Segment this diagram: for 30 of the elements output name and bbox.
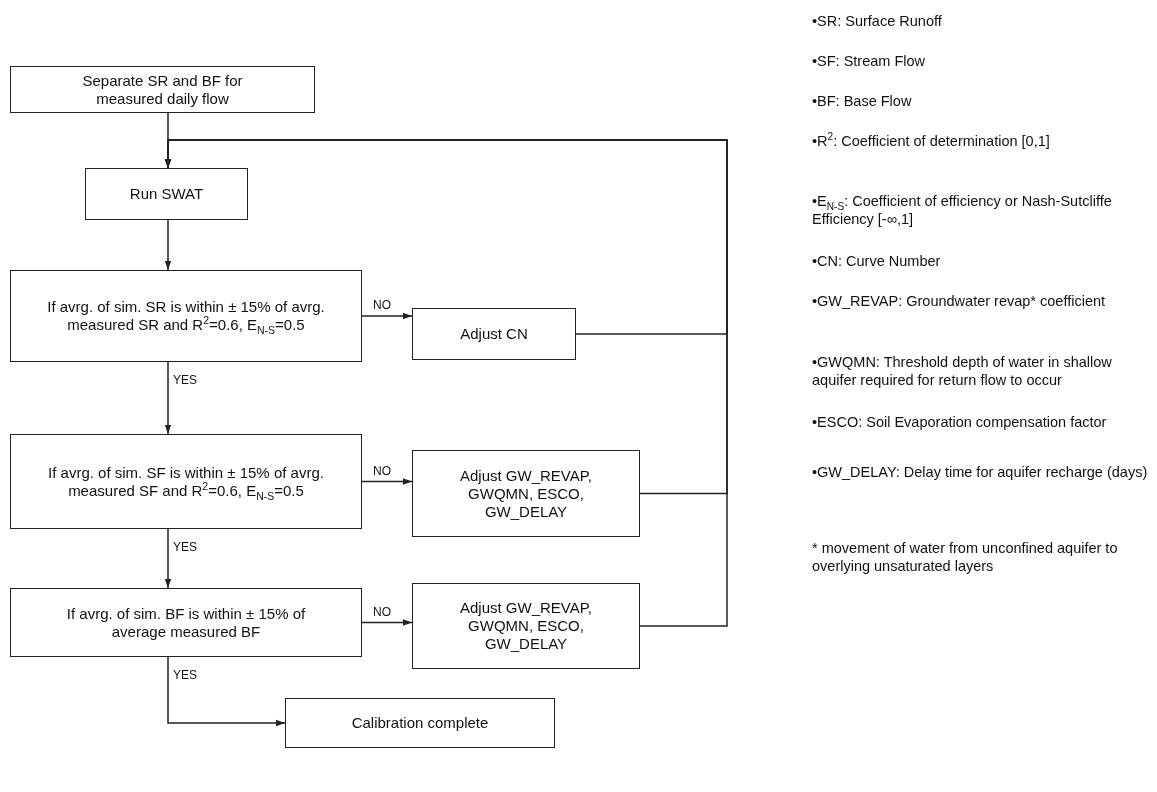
arrow bbox=[361, 478, 413, 485]
arrow bbox=[361, 619, 413, 626]
arrow bbox=[164, 219, 172, 271]
decision-box: If avrg. of sim. SR is within ± 15% of avrg. measured SR and R$^{2}$=0.6, E$_{N-S}$=0.5 bbox=[10, 270, 362, 362]
definition-text: •GW_DELAY: Delay time for aquifer recharge (days) bbox=[812, 463, 1149, 482]
definition-text: •SR: Surface Runoff bbox=[812, 12, 943, 31]
definition-text: •ESCO: Soil Evaporation compensation factor bbox=[812, 413, 1108, 432]
definition-text: •BF: Base Flow bbox=[812, 92, 913, 111]
edge-label: NO bbox=[372, 464, 392, 478]
arrow bbox=[164, 361, 172, 435]
decision-box: If avrg. of sim. SF is within ± 15% of avrg. measured SF and R$^{2}$=0.6, E$_{N-S}$=0.5 bbox=[10, 434, 362, 529]
definition-text: •E$_{N-S}$: Coefficient of efficiency or Nash-Sutcliffe Efficiency [-∞,1] bbox=[812, 192, 1113, 229]
arrow bbox=[164, 528, 172, 589]
definition-text: •CN: Curve Number bbox=[812, 252, 942, 271]
edge-label: NO bbox=[372, 605, 392, 619]
arrow bbox=[164, 139, 728, 627]
process-box: Adjust CN bbox=[412, 308, 576, 360]
terminal-box: Calibration complete bbox=[285, 698, 555, 748]
process-box: Adjust GW_REVAP, GWQMN, ESCO, GW_DELAY bbox=[412, 450, 640, 537]
terminal-box: Separate SR and BF for measured daily flow bbox=[10, 66, 315, 113]
definition-text: •GW_REVAP: Groundwater revap* coefficient bbox=[812, 292, 1107, 311]
arrow bbox=[361, 312, 413, 320]
definition-text: •SF: Stream Flow bbox=[812, 52, 927, 71]
arrow bbox=[167, 656, 286, 727]
decision-box: If avrg. of sim. BF is within ± 15% of average measured BF bbox=[10, 588, 362, 657]
process-box: Run SWAT bbox=[85, 168, 248, 220]
definition-text: •R$^{2}$: Coefficient of determination [0,1] bbox=[812, 132, 1051, 151]
footnote: * movement of water from unconfined aquifer to overlying unsaturated layers bbox=[812, 539, 1119, 576]
definition-text: •GWQMN: Threshold depth of water in shallow aquifer required for return flow to occur bbox=[812, 353, 1113, 390]
process-box: Adjust GW_REVAP, GWQMN, ESCO, GW_DELAY bbox=[412, 583, 640, 669]
